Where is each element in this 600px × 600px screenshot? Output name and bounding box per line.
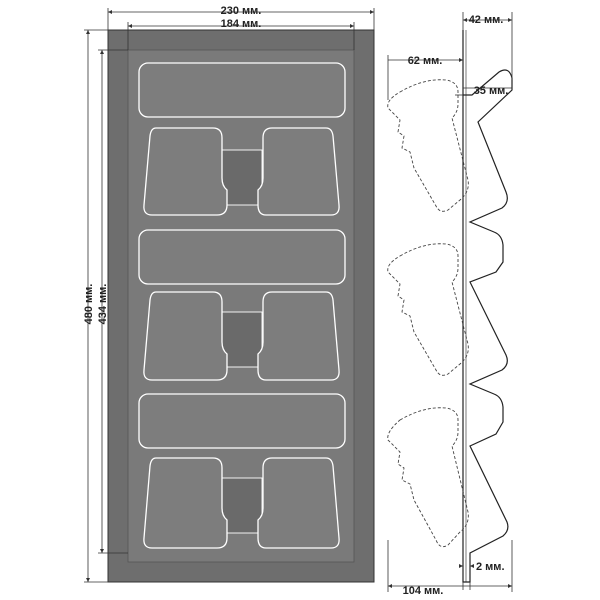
long-compartment-1 [138, 62, 346, 118]
outer-width-label: 230 мм. [221, 5, 262, 17]
pocket-group-2 [143, 291, 340, 381]
wall-thickness-label: 2 мм. [476, 561, 505, 573]
pocket-left [143, 457, 228, 549]
top-depth-label: 42 мм. [469, 14, 504, 26]
outer-height-label: 480 мм. [83, 284, 95, 325]
inner-height-label: 434 мм. [97, 284, 109, 325]
height-dimensions [84, 29, 128, 583]
pocket-right [257, 457, 340, 549]
pocket-left [143, 291, 228, 381]
long-compartment-2 [138, 229, 346, 285]
pocket-right [257, 127, 340, 216]
front-view: 230 мм. 184 мм. 480 мм. 434 мм. [83, 5, 375, 583]
pocket-left [143, 127, 228, 216]
side-profile [462, 30, 513, 583]
width-dimensions [107, 8, 375, 50]
inner-width-label: 184 мм. [221, 18, 262, 30]
side-view: 42 мм. 62 мм. 35 мм. 2 мм. 104 мм. [387, 12, 513, 597]
dashed-pocket-1 [387, 79, 469, 212]
pocket-depth-label: 62 мм. [408, 55, 443, 67]
long-compartment-3 [138, 393, 346, 449]
pocket-right [257, 291, 340, 381]
pocket-group-1 [143, 127, 340, 216]
pocket-group-3 [143, 457, 340, 549]
total-depth-label: 104 мм. [403, 585, 444, 597]
side-dimensions [387, 12, 513, 592]
dashed-pocket-2 [387, 243, 469, 376]
dashed-pocket-3 [387, 407, 469, 548]
lip-depth-label: 35 мм. [474, 85, 509, 97]
